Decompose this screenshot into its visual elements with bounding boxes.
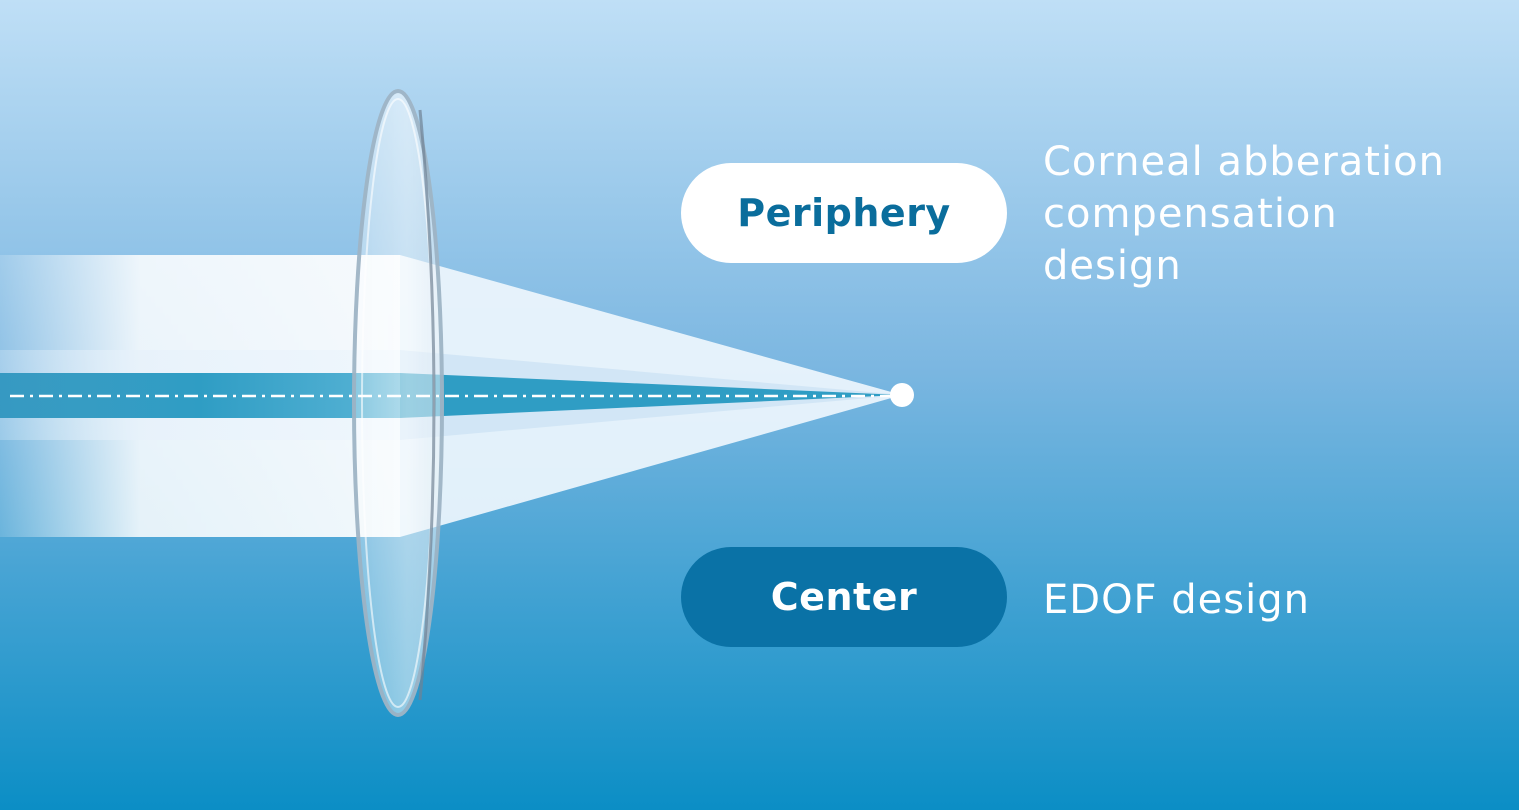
lens — [352, 89, 444, 717]
center-description: EDOF design — [1043, 574, 1310, 626]
periphery-description-line: design — [1043, 243, 1182, 289]
periphery-description-line: compensation — [1043, 191, 1338, 237]
center-label-pill: Center — [681, 547, 1007, 647]
focal-point — [890, 383, 914, 407]
center-description-text: EDOF design — [1043, 577, 1310, 623]
periphery-label-pill: Periphery — [681, 163, 1007, 263]
center-label: Center — [770, 575, 918, 619]
periphery-label: Periphery — [737, 191, 951, 235]
periphery-description-line: Corneal abberation — [1043, 139, 1445, 185]
periphery-description: Corneal abberation compensation design — [1043, 136, 1445, 292]
